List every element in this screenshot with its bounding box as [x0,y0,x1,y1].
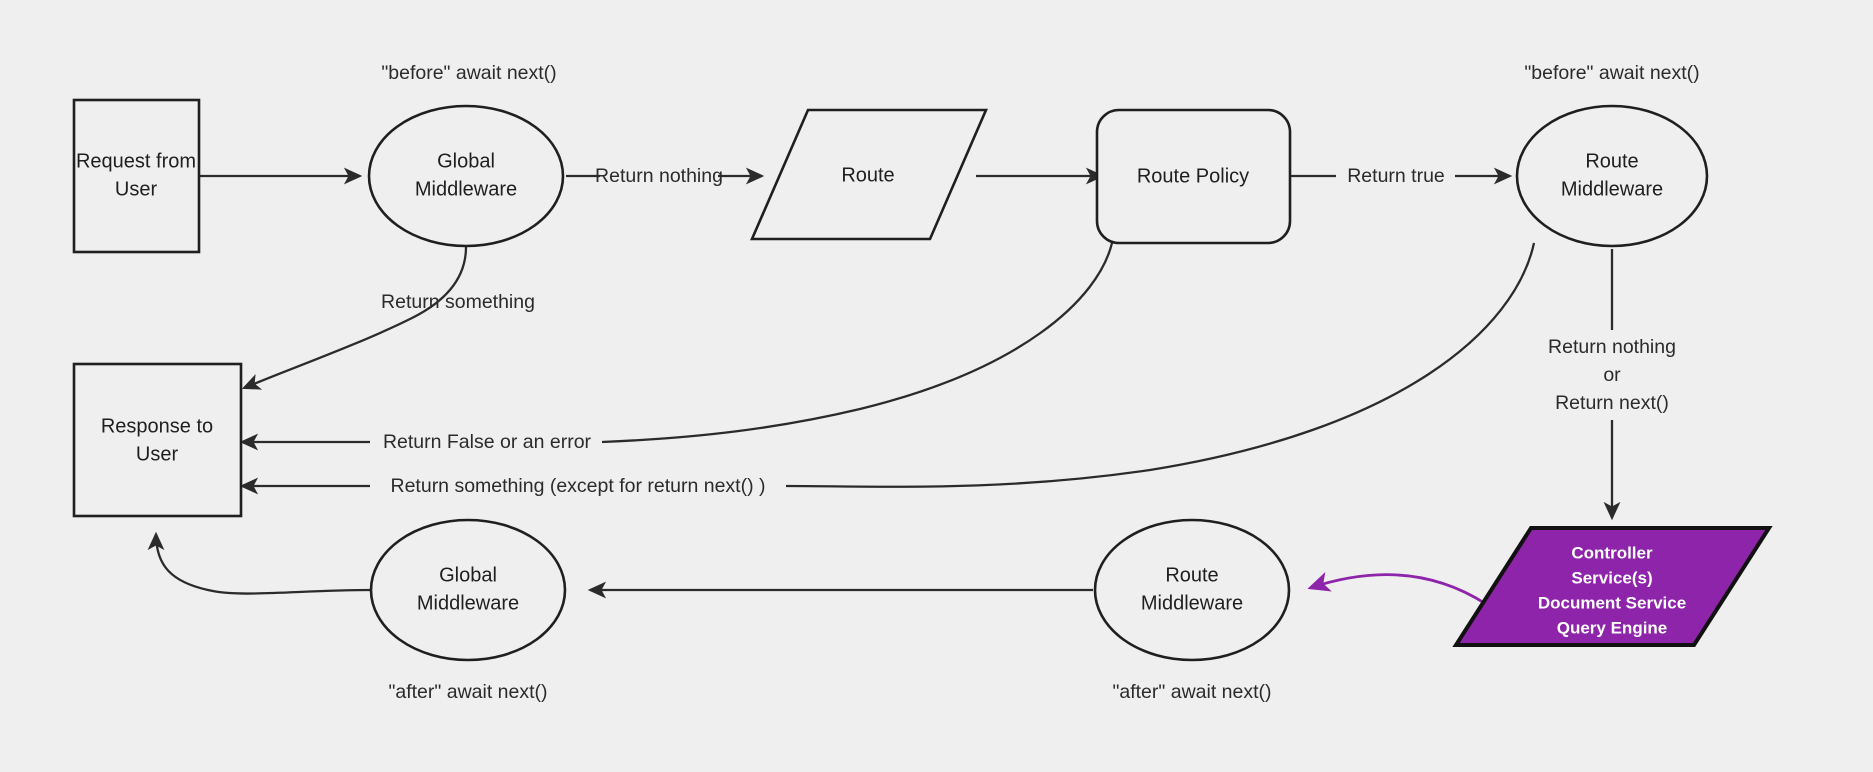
global-middleware-before-label-line2: Middleware [415,178,517,200]
edge-label-return-something: Return something [381,291,535,313]
request-from-user-label-line1: Request from [76,150,196,172]
route-middleware-after-label-line2: Middleware [1141,592,1243,614]
node-controller-services[interactable]: Controller Service(s) Document Service Q… [1452,526,1773,647]
response-to-user-label-line1: Response to [101,415,213,437]
node-request-from-user[interactable]: Request from User [72,98,201,254]
edge-label-return-nothing: Return nothing [595,165,723,187]
annotation-after-route-middleware: "after" await next() [1112,681,1271,703]
edge-label-return-true: Return true [1347,165,1445,187]
edge-policy-to-response: Return False or an error [239,242,1114,453]
node-response-to-user[interactable]: Response to User [72,362,243,518]
edge-global-after-to-response [147,531,372,595]
edge-label-return-next-line3: Return next() [1555,392,1669,414]
controller-services-line2: Service(s) [1571,568,1652,587]
global-middleware-after-label-line2: Middleware [417,592,519,614]
node-route[interactable]: Route [750,108,988,241]
route-middleware-after-label-line1: Route [1165,564,1218,586]
node-route-policy[interactable]: Route Policy [1095,108,1292,245]
annotation-before-global-middleware: "before" await next() [381,62,556,84]
controller-services-line3: Document Service [1538,593,1686,612]
global-middleware-after-label-line1: Global [439,564,497,586]
node-global-middleware-before[interactable]: Global Middleware [367,104,565,248]
edge-policy-to-route-middleware: Return true [1290,165,1513,187]
node-route-middleware-after[interactable]: Route Middleware [1093,518,1291,662]
node-route-middleware-before[interactable]: Route Middleware [1515,104,1709,248]
annotation-before-route-middleware: "before" await next() [1524,62,1699,84]
edge-label-or-line2: or [1603,364,1621,386]
route-policy-label: Route Policy [1137,165,1249,187]
edge-label-return-something-except: Return something (except for return next… [391,475,766,497]
edge-controller-to-route-middleware-after [1307,572,1487,606]
edge-global-to-response: Return something [241,246,535,390]
edge-global-to-route: Return nothing [566,165,765,187]
controller-services-line1: Controller [1571,543,1653,562]
edge-label-return-nothing-line1: Return nothing [1548,336,1676,358]
edge-route-middleware-to-controller: Return nothing or Return next() [1548,249,1676,521]
edge-route-middleware-to-response: Return something (except for return next… [239,242,1536,497]
edge-label-return-false-or-error: Return False or an error [383,431,592,453]
route-middleware-before-label-line1: Route [1585,150,1638,172]
response-to-user-label-line2: User [136,443,179,465]
annotation-after-global-middleware: "after" await next() [388,681,547,703]
request-from-user-label-line2: User [115,178,158,200]
route-middleware-before-label-line2: Middleware [1561,178,1663,200]
global-middleware-before-label-line1: Global [437,150,495,172]
route-label: Route [841,164,894,186]
controller-services-line4: Query Engine [1557,618,1668,637]
node-global-middleware-after[interactable]: Global Middleware [369,518,567,662]
